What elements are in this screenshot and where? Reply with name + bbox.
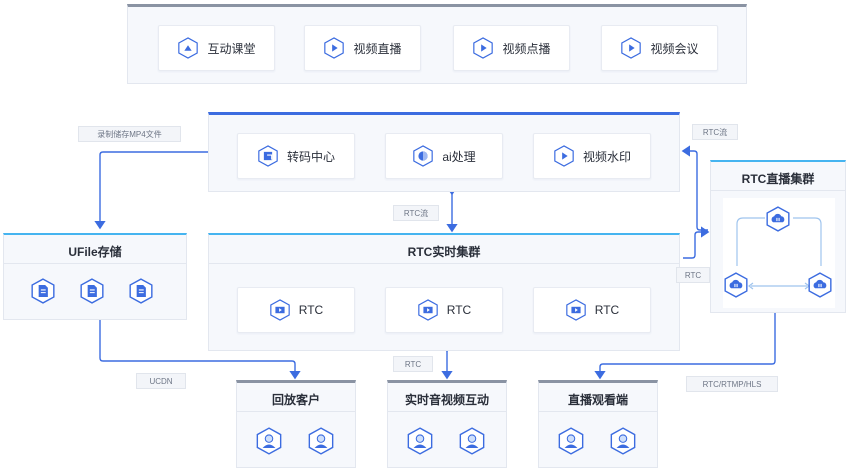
ai-icon	[413, 145, 434, 167]
client-title: 回放客户	[271, 393, 320, 407]
service-label: 转码中心	[286, 149, 335, 164]
file-icon[interactable]	[30, 278, 56, 304]
application-layer: 互动课堂 视频直播 视频点播 视频会议	[127, 4, 747, 84]
rtc-node-label: RTC	[298, 303, 324, 317]
cloud-node-icon[interactable]	[723, 272, 749, 298]
play-icon	[554, 145, 574, 167]
divider	[209, 263, 679, 264]
user-icon[interactable]	[609, 427, 637, 455]
rtc-tag: RTC	[393, 356, 433, 372]
user-icon[interactable]	[406, 427, 434, 455]
user-icon[interactable]	[255, 427, 283, 455]
divider	[388, 411, 506, 412]
service-card-watermark[interactable]: 视频水印	[533, 133, 651, 179]
service-label: 视频水印	[582, 149, 631, 164]
divider	[237, 411, 355, 412]
record-tag: 录制储存MP4文件	[78, 126, 181, 142]
cloud-node-icon[interactable]	[765, 206, 791, 232]
app-card-live[interactable]: 视频直播	[304, 25, 421, 71]
file-icon[interactable]	[79, 278, 105, 304]
rtc-live-cluster: RTC直播集群	[710, 160, 846, 313]
rtc-node-label: RTC	[594, 303, 620, 317]
video-node-icon	[270, 299, 290, 321]
service-card-transcode[interactable]: 转码中心	[237, 133, 355, 179]
app-card-meeting[interactable]: 视频会议	[601, 25, 718, 71]
service-label: ai处理	[442, 149, 476, 164]
play-icon	[473, 37, 494, 59]
divider	[711, 190, 845, 191]
app-label: 视频直播	[353, 41, 402, 56]
rtc-node-label: RTC	[446, 303, 472, 317]
rtc-flow-tag: RTC流	[393, 205, 439, 221]
ufile-title: UFile存储	[68, 245, 122, 259]
classroom-icon	[178, 37, 199, 59]
divider	[4, 263, 186, 264]
ufile-storage: UFile存储	[3, 233, 187, 320]
client-title: 实时音视频互动	[404, 393, 489, 407]
user-icon[interactable]	[307, 427, 335, 455]
divider	[539, 411, 657, 412]
transcode-icon	[258, 145, 278, 167]
user-icon[interactable]	[557, 427, 585, 455]
protocol-tag: RTC/RTMP/HLS	[686, 376, 778, 392]
rtc-realtime-cluster: RTC实时集群 RTC RTC RTC	[208, 233, 680, 351]
file-icon[interactable]	[128, 278, 154, 304]
rtc-tag: RTC	[676, 267, 710, 283]
client-playback: 回放客户	[236, 380, 356, 468]
rtc-node-card[interactable]: RTC	[237, 287, 355, 333]
client-realtime: 实时音视频互动	[387, 380, 507, 468]
app-label: 互动课堂	[207, 41, 256, 56]
rtc-cluster-title: RTC实时集群	[407, 245, 481, 259]
video-node-icon	[566, 299, 586, 321]
app-label: 视频点播	[502, 41, 551, 56]
play-icon	[621, 37, 642, 59]
video-node-icon	[418, 299, 438, 321]
app-card-classroom[interactable]: 互动课堂	[158, 25, 275, 71]
rtc-node-card[interactable]: RTC	[385, 287, 503, 333]
rtc-live-title: RTC直播集群	[741, 172, 815, 186]
user-icon[interactable]	[458, 427, 486, 455]
cloud-node-icon[interactable]	[807, 272, 833, 298]
rtc-node-card[interactable]: RTC	[533, 287, 651, 333]
service-card-ai[interactable]: ai处理	[385, 133, 503, 179]
ucdn-tag: UCDN	[136, 373, 186, 389]
play-icon	[324, 37, 345, 59]
processing-services: 转码中心 ai处理 视频水印	[208, 112, 680, 192]
app-label: 视频会议	[650, 41, 699, 56]
app-card-vod[interactable]: 视频点播	[453, 25, 570, 71]
client-live-viewer: 直播观看端	[538, 380, 658, 468]
rtc-flow-tag: RTC流	[692, 124, 738, 140]
client-title: 直播观看端	[567, 393, 628, 407]
